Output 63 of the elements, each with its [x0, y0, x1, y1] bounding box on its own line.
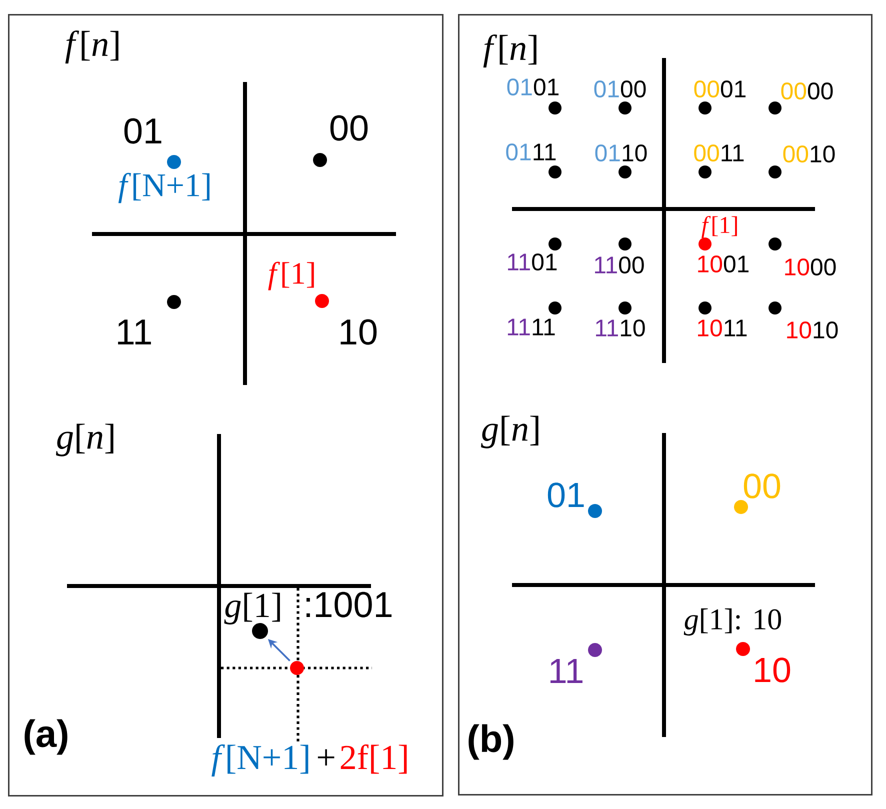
- bit-label: 00: [744, 474, 780, 498]
- bit-label: 01: [548, 482, 584, 508]
- dot: [548, 238, 562, 250]
- dot: [313, 153, 327, 167]
- dot: [768, 102, 782, 114]
- plot-title: g[n]: [56, 424, 114, 456]
- dot: [315, 294, 329, 308]
- dot: [618, 102, 632, 114]
- dot: [618, 166, 632, 178]
- bit-label: 01: [124, 118, 162, 144]
- dot: [588, 504, 602, 518]
- bit-label: 1110: [596, 320, 645, 336]
- bit-label: 0000: [781, 82, 833, 100]
- bit-label: 0100: [594, 80, 646, 98]
- dot: [768, 238, 782, 250]
- dot: [167, 295, 181, 309]
- plot-title: g[n]: [481, 416, 538, 448]
- bit-label: 1101: [508, 254, 557, 270]
- bit-label: 1001: [698, 256, 749, 272]
- plot-title: f[n]: [483, 34, 536, 68]
- bit-label: 1010: [787, 322, 838, 338]
- bit-label: 10: [340, 319, 377, 345]
- bit-label: 0111: [506, 144, 556, 160]
- dot: [167, 155, 181, 169]
- bit-label: 0001: [694, 80, 746, 98]
- dot: [618, 302, 632, 314]
- plus-sign: +: [318, 749, 334, 766]
- dot: [548, 302, 562, 314]
- point-label: f[1]: [268, 262, 314, 290]
- bit-label: 1000: [785, 258, 836, 276]
- bit-label: 00: [330, 115, 368, 141]
- point-label: f[N+1]: [118, 172, 210, 204]
- bit-label: 0101: [507, 78, 559, 96]
- bit-label: 1100: [595, 256, 644, 274]
- dot: [768, 166, 782, 178]
- dot: [252, 623, 268, 639]
- bit-label: 11: [550, 658, 582, 684]
- dot: [290, 661, 304, 675]
- dot: [768, 302, 782, 314]
- point-label: g[1]: 10: [684, 608, 782, 636]
- formula-term: f[N+1]: [212, 744, 308, 776]
- dot: [698, 302, 712, 314]
- bit-label: 0011: [694, 144, 744, 162]
- dot: [588, 643, 602, 657]
- dot: [548, 102, 562, 114]
- dot: [734, 500, 748, 514]
- point-label: g[1]: [224, 592, 280, 624]
- dot: [618, 238, 632, 250]
- bit-label: 1111: [508, 318, 555, 336]
- dot: [698, 102, 712, 114]
- code-label: :1001: [306, 592, 392, 618]
- bit-label: 11: [118, 320, 151, 344]
- plot-title: f[n]: [65, 30, 118, 64]
- bit-label: 1011: [698, 320, 747, 336]
- formula-term: 2f[1]: [340, 744, 407, 774]
- bit-label: 10: [755, 658, 790, 682]
- dot: [698, 238, 712, 250]
- bit-label: 0010: [783, 146, 835, 162]
- dot: [548, 166, 562, 178]
- dot: [698, 166, 712, 178]
- bit-label: 0110: [595, 144, 647, 162]
- dot: [736, 642, 750, 656]
- point-label: f[1]: [702, 216, 737, 238]
